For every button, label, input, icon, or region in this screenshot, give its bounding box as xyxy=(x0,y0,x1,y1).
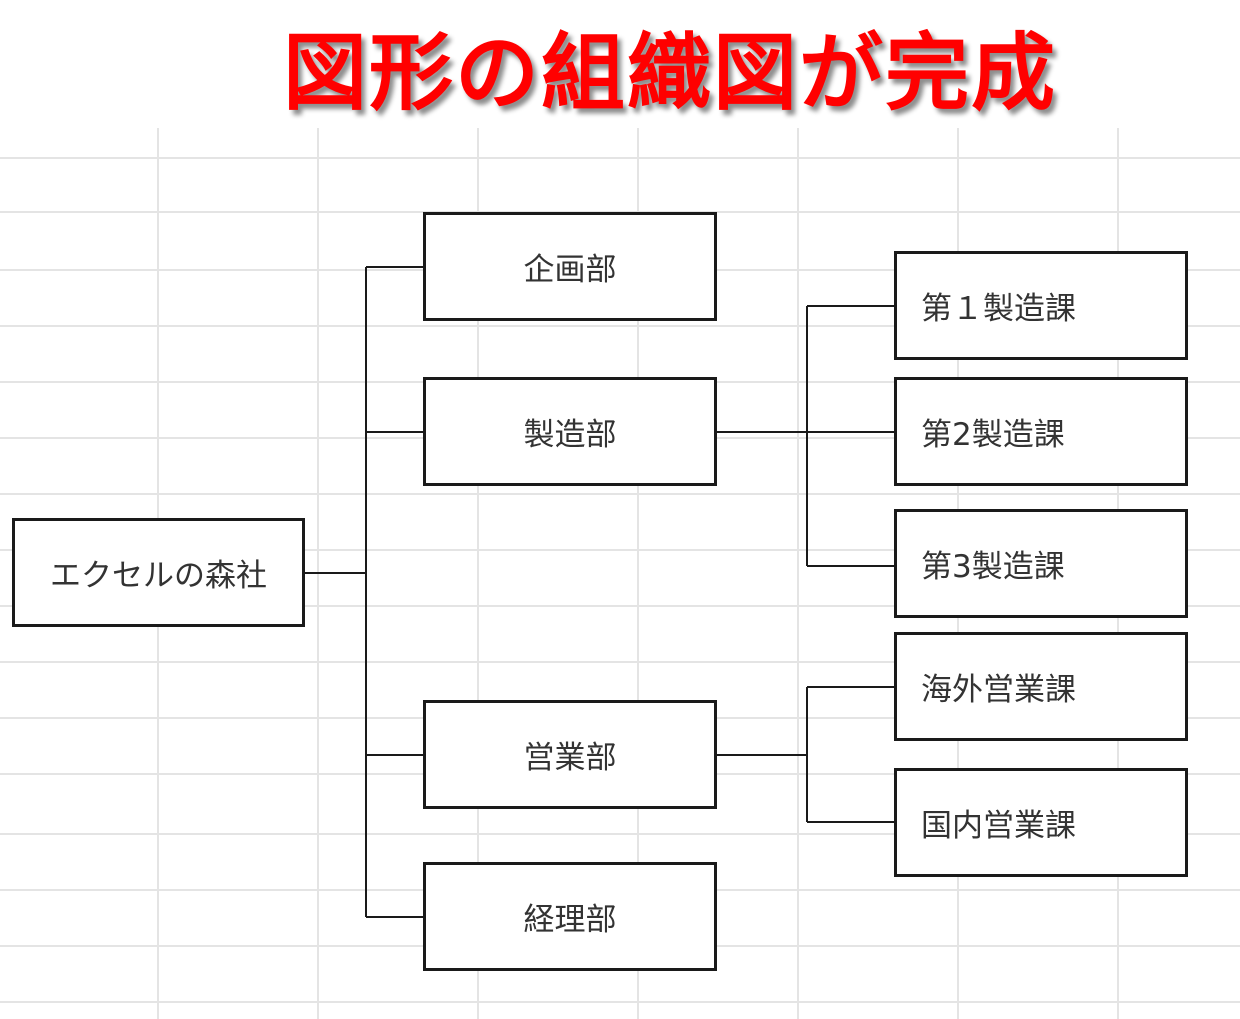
org-box-manufacturing-2[interactable]: 第2製造課 xyxy=(894,377,1188,486)
org-box-domestic-sales-label: 国内営業課 xyxy=(921,808,1076,844)
org-box-accounting[interactable]: 経理部 xyxy=(423,862,717,971)
org-box-planning[interactable]: 企画部 xyxy=(423,212,717,321)
org-box-manufacturing-1[interactable]: 第１製造課 xyxy=(894,251,1188,360)
headline-title: 図形の組織図が完成 xyxy=(282,24,1057,122)
org-box-manufacturing-1-label: 第１製造課 xyxy=(921,291,1076,327)
org-box-root[interactable]: エクセルの森社 xyxy=(12,518,305,627)
org-box-manufacturing-3-label: 第3製造課 xyxy=(921,549,1065,585)
org-box-sales[interactable]: 営業部 xyxy=(423,700,717,809)
org-box-planning-label: 企画部 xyxy=(523,252,617,288)
org-box-manufacturing-2-label: 第2製造課 xyxy=(921,417,1065,453)
org-box-manufacturing[interactable]: 製造部 xyxy=(423,377,717,486)
org-box-overseas-sales-label: 海外営業課 xyxy=(921,672,1076,708)
org-box-manufacturing-label: 製造部 xyxy=(523,417,617,453)
org-box-accounting-label: 経理部 xyxy=(523,902,617,938)
org-box-manufacturing-3[interactable]: 第3製造課 xyxy=(894,509,1188,618)
org-box-sales-label: 営業部 xyxy=(523,740,617,776)
org-box-domestic-sales[interactable]: 国内営業課 xyxy=(894,768,1188,877)
org-box-root-label: エクセルの森社 xyxy=(50,558,267,594)
org-box-overseas-sales[interactable]: 海外営業課 xyxy=(894,632,1188,741)
